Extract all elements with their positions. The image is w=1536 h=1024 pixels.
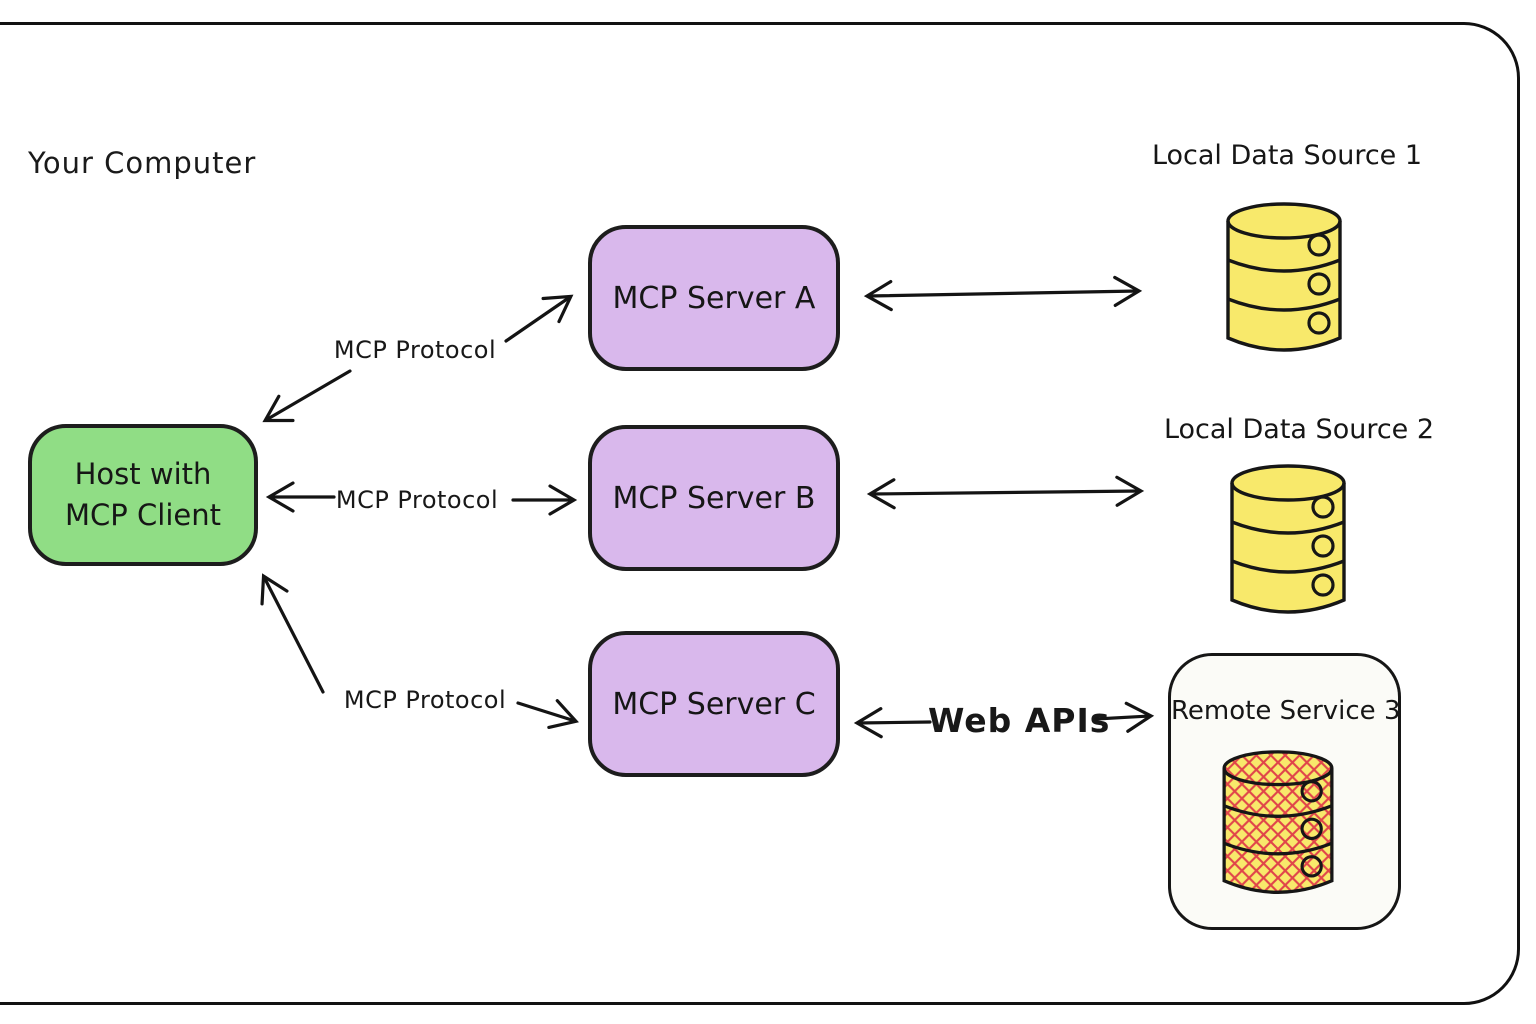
host-label: Host with MCP Client xyxy=(65,457,221,532)
mcp-server-c-box: MCP Server C xyxy=(588,631,840,777)
mcp-server-a-box: MCP Server A xyxy=(588,225,840,371)
local-data-source-1-label: Local Data Source 1 xyxy=(1151,140,1423,171)
mcp-protocol-label-3: MCP Protocol xyxy=(343,686,507,714)
host-box: Host with MCP Client xyxy=(28,424,258,566)
web-apis-label: Web APIs xyxy=(928,701,1111,740)
mcp-server-c-label: MCP Server C xyxy=(612,686,816,722)
mcp-server-b-box: MCP Server B xyxy=(588,425,840,571)
remote-service-box: Remote Service 3 xyxy=(1168,653,1401,930)
mcp-server-b-label: MCP Server B xyxy=(612,480,816,516)
mcp-server-a-label: MCP Server A xyxy=(612,280,816,316)
mcp-protocol-label-2: MCP Protocol xyxy=(335,486,499,514)
your-computer-label: Your Computer xyxy=(28,146,257,180)
mcp-protocol-label-1: MCP Protocol xyxy=(333,336,497,364)
remote-service-label: Remote Service 3 xyxy=(1171,696,1401,726)
local-data-source-2-label: Local Data Source 2 xyxy=(1163,414,1435,445)
